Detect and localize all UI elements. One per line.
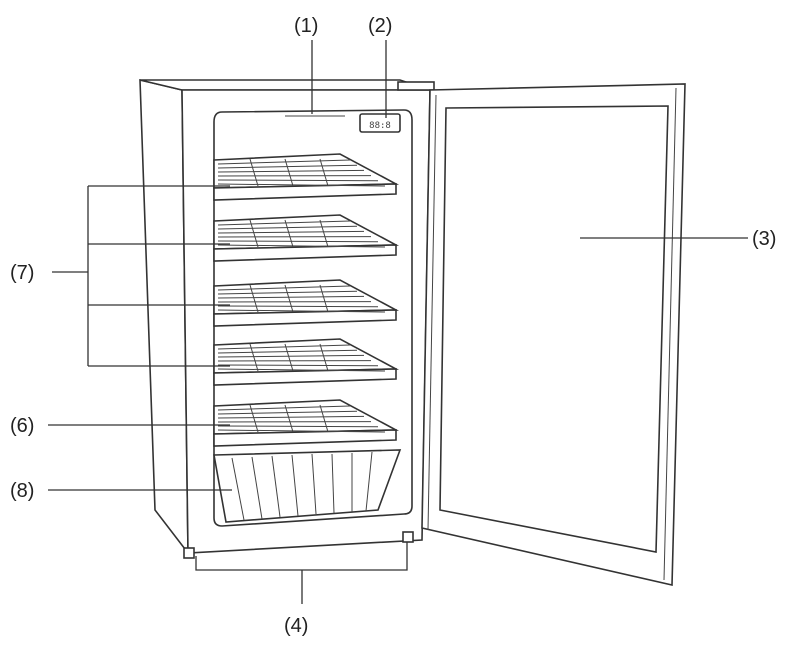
foot-left [183, 547, 195, 559]
callout-7: (7) [10, 262, 34, 284]
shelf-2 [213, 214, 400, 262]
cabinet-side-panel [139, 78, 189, 556]
glass-door [421, 83, 686, 586]
shelves-group [213, 153, 400, 447]
bottom-rack [213, 449, 402, 523]
callout-1: (1) [294, 15, 318, 37]
control-panel-display [359, 113, 401, 133]
display-readout: 88:8 [369, 121, 391, 131]
callout-6: (6) [10, 415, 34, 437]
callout-4: (4) [284, 615, 308, 637]
door-glass-panel [439, 105, 669, 553]
foot-right [402, 531, 414, 543]
callout-8: (8) [10, 480, 34, 502]
callout-2: (2) [368, 15, 392, 37]
leader-lines [48, 40, 748, 604]
shelf-bottom [213, 399, 400, 447]
shelf-1 [213, 153, 400, 201]
shelf-3 [213, 279, 400, 327]
callout-3: (3) [752, 228, 776, 250]
callout-labels: (1) (2) (3) (4) (6) (7) (8) [10, 15, 776, 637]
shelf-4 [213, 338, 400, 386]
top-hinge [397, 81, 435, 91]
